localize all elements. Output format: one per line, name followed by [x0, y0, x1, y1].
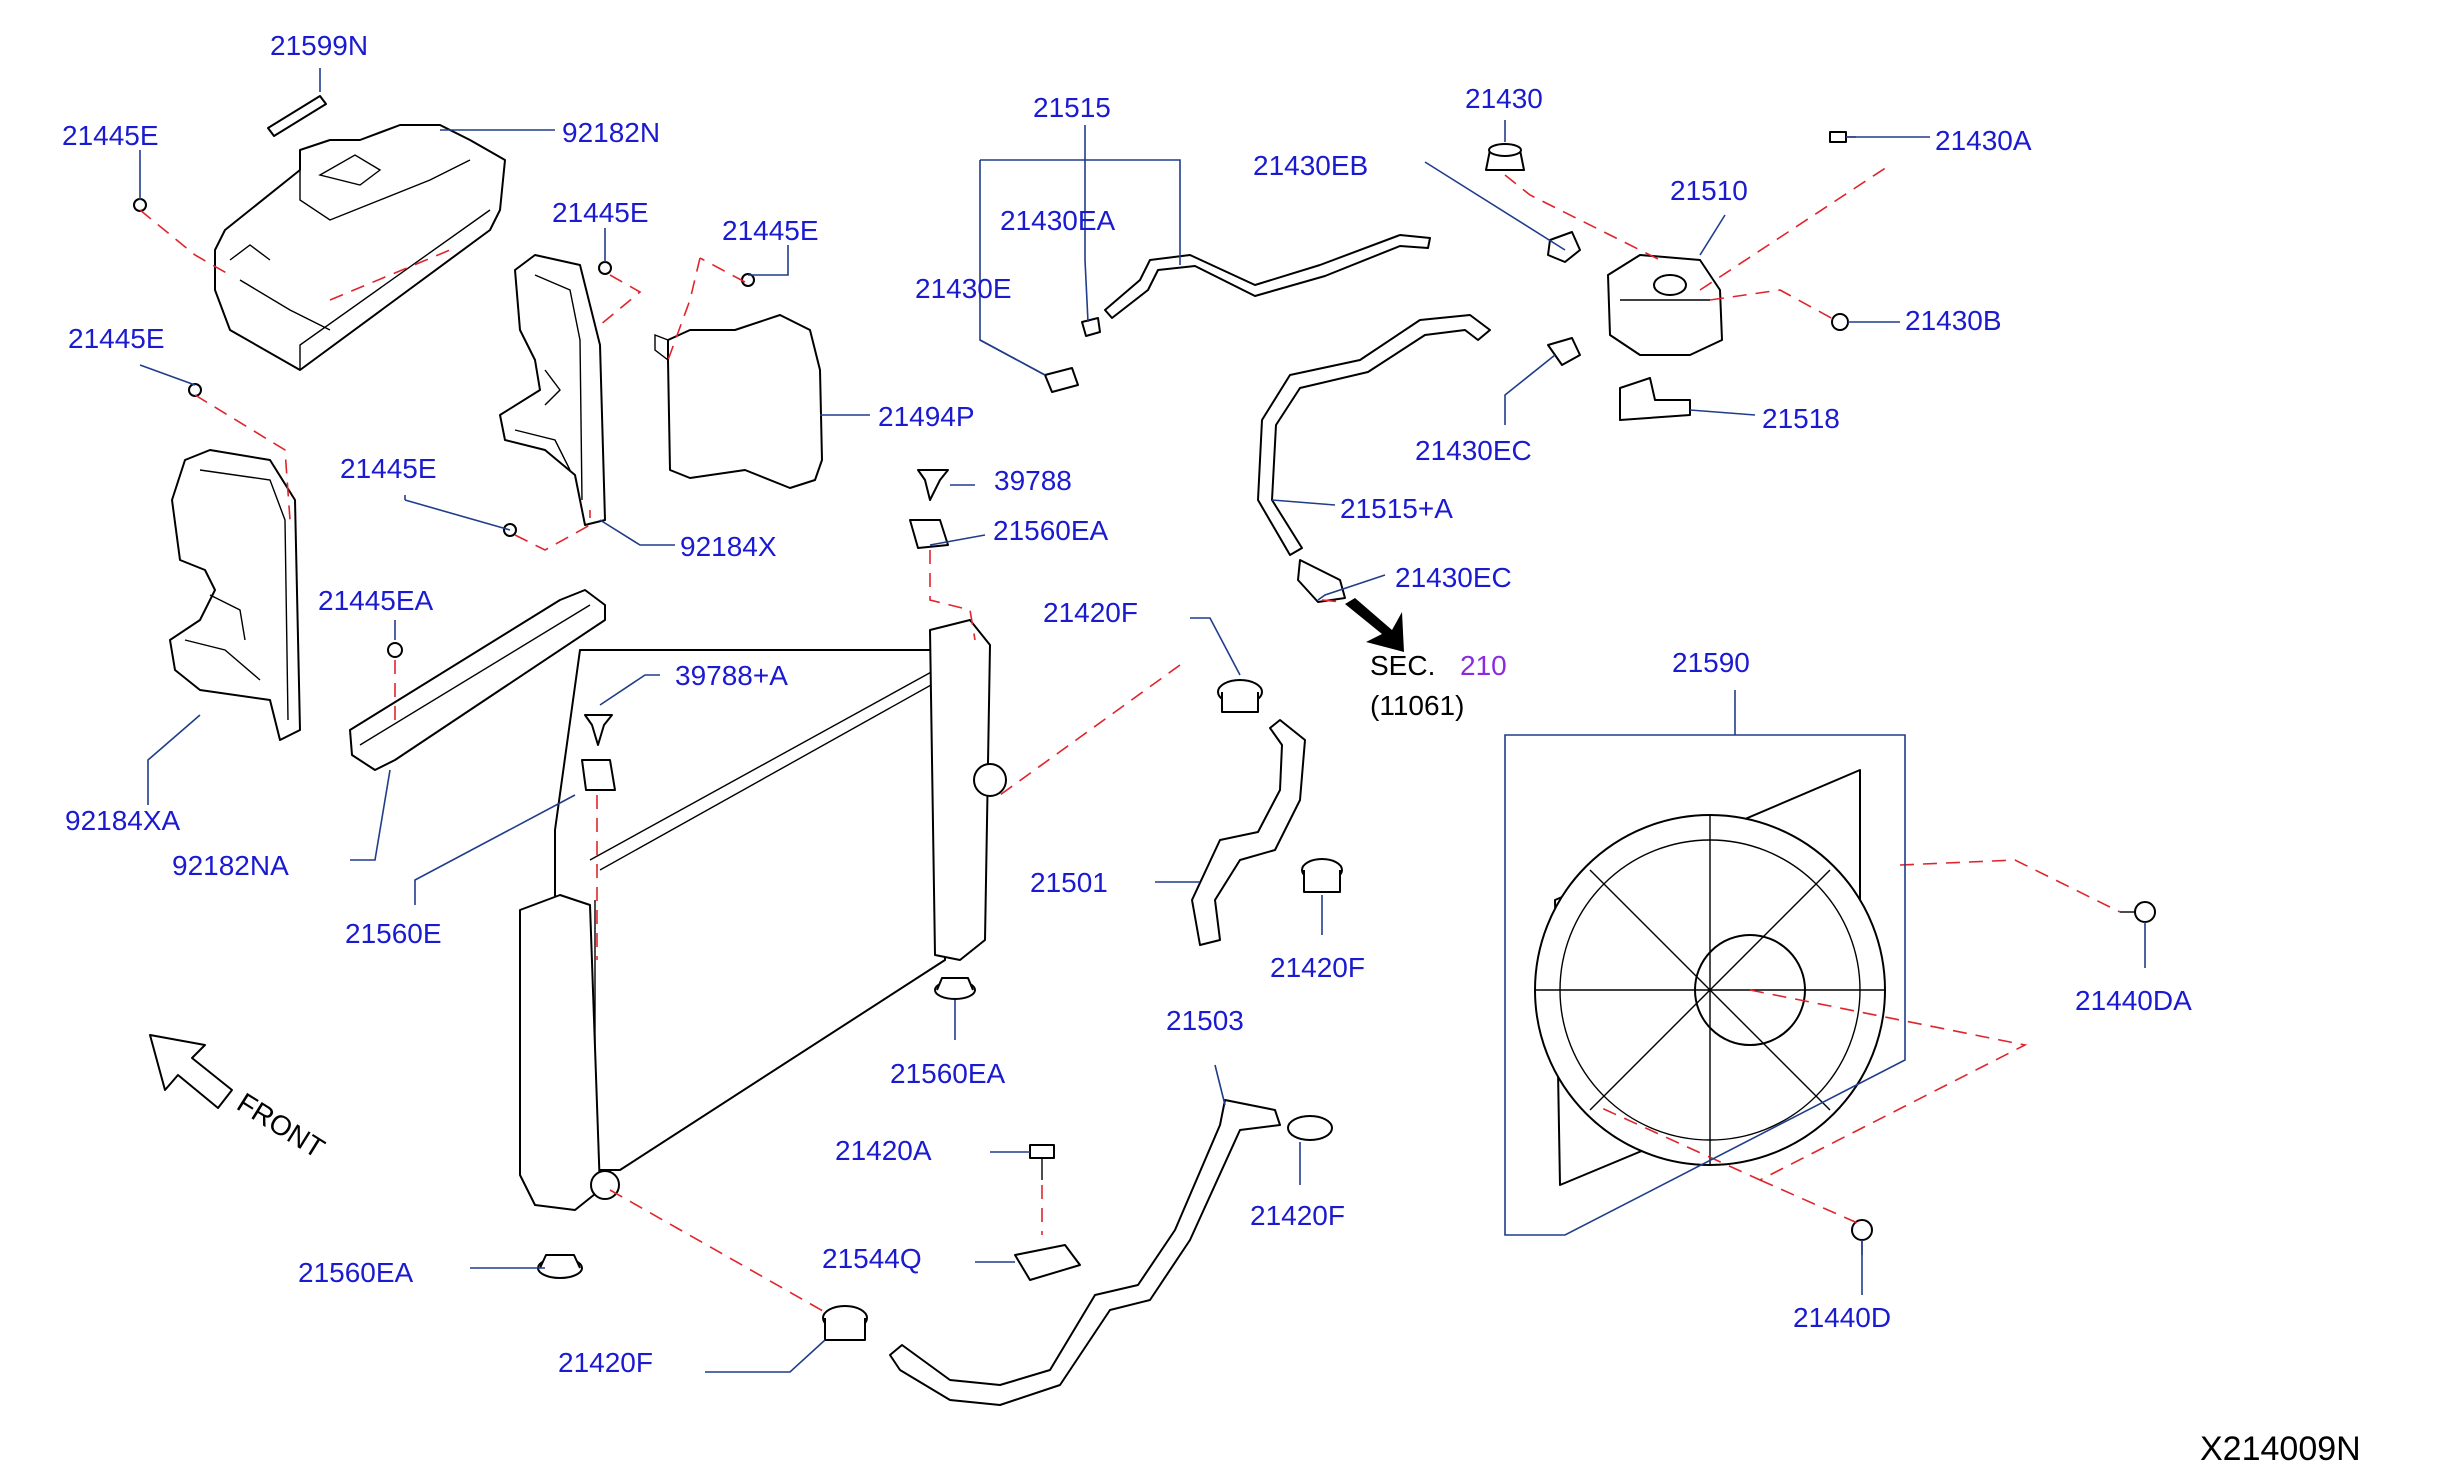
- fitting-21430EA-drawing: [1081, 317, 1101, 337]
- label-21430E[interactable]: 21430E: [915, 273, 1012, 304]
- section-number[interactable]: 210: [1460, 650, 1507, 681]
- label-39788[interactable]: 39788: [994, 465, 1072, 496]
- label-21440DA[interactable]: 21440DA: [2075, 985, 2192, 1016]
- fan-assembly-box: [1504, 734, 1906, 1236]
- section-prefix: SEC.: [1370, 650, 1435, 681]
- fastener-21445EA-drawing: [387, 642, 403, 658]
- bolt-21430B-drawing: [1831, 313, 1849, 331]
- label-21445E-b[interactable]: 21445E: [68, 323, 165, 354]
- label-21420F-c[interactable]: 21420F: [1250, 1200, 1345, 1231]
- front-label: FRONT: [232, 1087, 330, 1164]
- fan-assembly-21590-drawing: [1534, 769, 1886, 1186]
- assembly-dashed-lines: [139, 164, 2121, 1316]
- hose-21503-drawing: [889, 1099, 1281, 1406]
- bolt-21420A-drawing: [1029, 1144, 1055, 1180]
- air-guide-92184XA-drawing: [169, 449, 301, 741]
- label-21420F-a[interactable]: 21420F: [1043, 597, 1138, 628]
- hose-21515-drawing: [1104, 234, 1431, 319]
- shroud-panel-21494P-drawing: [654, 314, 823, 489]
- label-92184XA[interactable]: 92184XA: [65, 805, 181, 836]
- label-21501[interactable]: 21501: [1030, 867, 1108, 898]
- bracket-21518-drawing: [1619, 377, 1691, 421]
- label-21420F-b[interactable]: 21420F: [1270, 952, 1365, 983]
- fitting-21430E-drawing: [1044, 367, 1079, 393]
- label-21518[interactable]: 21518: [1762, 403, 1840, 434]
- label-21503[interactable]: 21503: [1166, 1005, 1244, 1036]
- diagram-id: X214009N: [2200, 1430, 2361, 1468]
- part-labels: 21599N 92182N 21445E 21445E 21445E 21445…: [62, 30, 2361, 1468]
- label-21420F-d[interactable]: 21420F: [558, 1347, 653, 1378]
- bolt-21440DA-drawing: [2120, 901, 2156, 923]
- section-arrow-icon: [1345, 598, 1404, 652]
- label-21544Q[interactable]: 21544Q: [822, 1243, 922, 1274]
- label-21560E[interactable]: 21560E: [345, 918, 442, 949]
- clamp-21420F-b-drawing: [1301, 858, 1343, 893]
- air-guide-92184X-drawing: [499, 254, 606, 526]
- fastener-21445E-c-drawing: [598, 261, 612, 275]
- label-21560EA-b[interactable]: 21560EA: [890, 1058, 1006, 1089]
- label-21515A[interactable]: 21515+A: [1340, 493, 1453, 524]
- label-21445EA[interactable]: 21445EA: [318, 585, 434, 616]
- hose-21501-drawing: [1191, 719, 1306, 946]
- label-21430EC-b[interactable]: 21430EC: [1395, 562, 1512, 593]
- label-21494P[interactable]: 21494P: [878, 401, 975, 432]
- clip-39788-drawing: [909, 469, 949, 549]
- label-21560EA-a[interactable]: 21560EA: [993, 515, 1109, 546]
- fitting-21430EB-drawing: [1547, 231, 1581, 263]
- fastener-21445E-a-drawing: [133, 198, 147, 212]
- clamp-21420F-a-drawing: [1217, 679, 1263, 713]
- leader-lines: [139, 68, 2146, 1373]
- label-21430EB[interactable]: 21430EB: [1253, 150, 1368, 181]
- label-21445E-a[interactable]: 21445E: [62, 120, 159, 151]
- clamp-21420F-d-drawing: [822, 1305, 868, 1341]
- label-92182NA[interactable]: 92182NA: [172, 850, 289, 881]
- label-21430EA[interactable]: 21430EA: [1000, 205, 1116, 236]
- label-92184X[interactable]: 92184X: [680, 531, 777, 562]
- label-21430EC-a[interactable]: 21430EC: [1415, 435, 1532, 466]
- label-21515[interactable]: 21515: [1033, 92, 1111, 123]
- front-arrow-icon: [149, 1034, 233, 1109]
- label-21430B[interactable]: 21430B: [1905, 305, 2002, 336]
- label-21445E-d[interactable]: 21445E: [722, 215, 819, 246]
- reservoir-21510-drawing: [1607, 254, 1723, 356]
- grommet-21560EA-b-drawing: [934, 977, 976, 1000]
- radiator-drawing: [519, 619, 1007, 1211]
- air-guide-92182N-drawing: [214, 124, 506, 371]
- label-21599N[interactable]: 21599N: [270, 30, 368, 61]
- clamp-21420F-c-drawing: [1287, 1115, 1333, 1141]
- label-92182N[interactable]: 92182N: [562, 117, 660, 148]
- bracket-21544Q-drawing: [1014, 1244, 1081, 1281]
- label-21430[interactable]: 21430: [1465, 83, 1543, 114]
- section-sub: (11061): [1370, 690, 1464, 721]
- fitting-21430EC-a-drawing: [1547, 337, 1581, 366]
- air-guide-92182NA-drawing: [349, 589, 606, 771]
- label-21445E-e[interactable]: 21445E: [340, 453, 437, 484]
- fastener-21445E-b-drawing: [188, 383, 202, 397]
- label-21440D[interactable]: 21440D: [1793, 1302, 1891, 1333]
- clip-39788A-drawing: [581, 714, 616, 791]
- label-21420A[interactable]: 21420A: [835, 1135, 932, 1166]
- label-21590[interactable]: 21590: [1672, 647, 1750, 678]
- label-39788A[interactable]: 39788+A: [675, 660, 788, 691]
- label-21445E-c[interactable]: 21445E: [552, 197, 649, 228]
- label-21430A[interactable]: 21430A: [1935, 125, 2032, 156]
- cap-21430-drawing: [1485, 143, 1525, 171]
- label-21560EA-c[interactable]: 21560EA: [298, 1257, 414, 1288]
- seal-strip-21599N-drawing: [267, 95, 327, 137]
- grommet-21560EA-c-drawing: [537, 1254, 583, 1279]
- label-21510[interactable]: 21510: [1670, 175, 1748, 206]
